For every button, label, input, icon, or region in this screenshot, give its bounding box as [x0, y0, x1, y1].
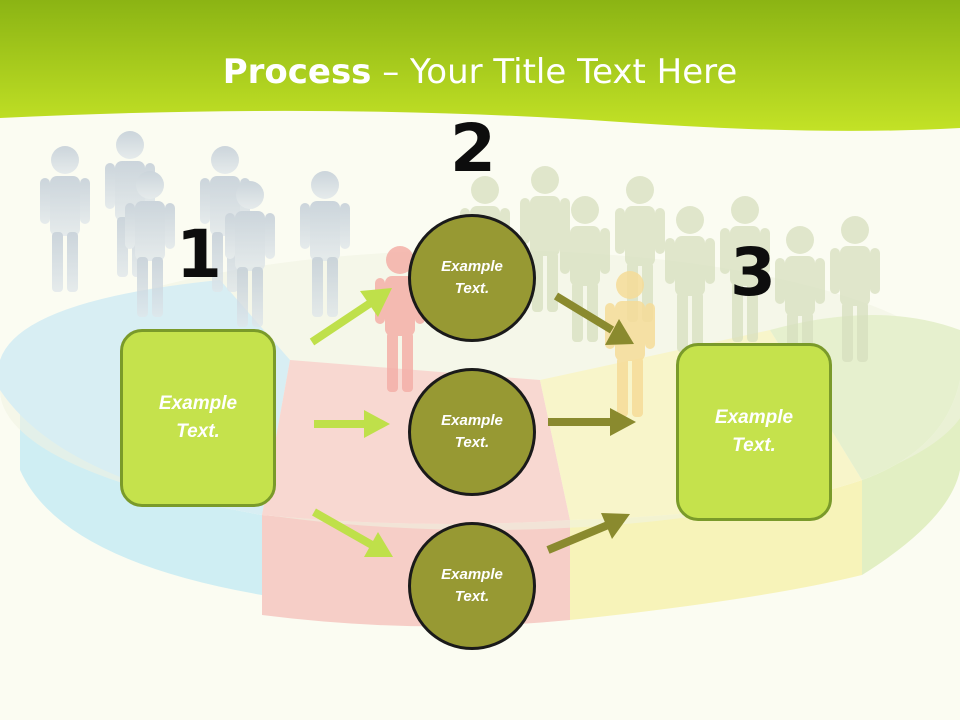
step-2-circle-top: Example Text. — [408, 214, 536, 342]
arrow-1-top — [309, 288, 392, 346]
step-1-box: Example Text. — [120, 329, 276, 507]
slide-title: Process – Your Title Text Here — [0, 52, 960, 92]
arrow-2-bottom — [546, 513, 630, 554]
title-bold: Process — [222, 52, 372, 92]
step-2-circle-middle: Example Text. — [408, 368, 536, 496]
step-number-1: 1 — [176, 216, 222, 293]
arrow-2-top — [553, 292, 634, 345]
step-number-3: 3 — [730, 234, 776, 311]
step-3-box: Example Text. — [676, 343, 832, 521]
title-rest: – Your Title Text Here — [371, 52, 738, 92]
step-number-2: 2 — [450, 110, 496, 187]
step-2-circle-bottom: Example Text. — [408, 522, 536, 650]
arrow-1-middle — [314, 410, 390, 438]
arrow-2-middle — [548, 408, 636, 436]
arrow-1-bottom — [312, 508, 393, 557]
header-band — [0, 0, 960, 131]
